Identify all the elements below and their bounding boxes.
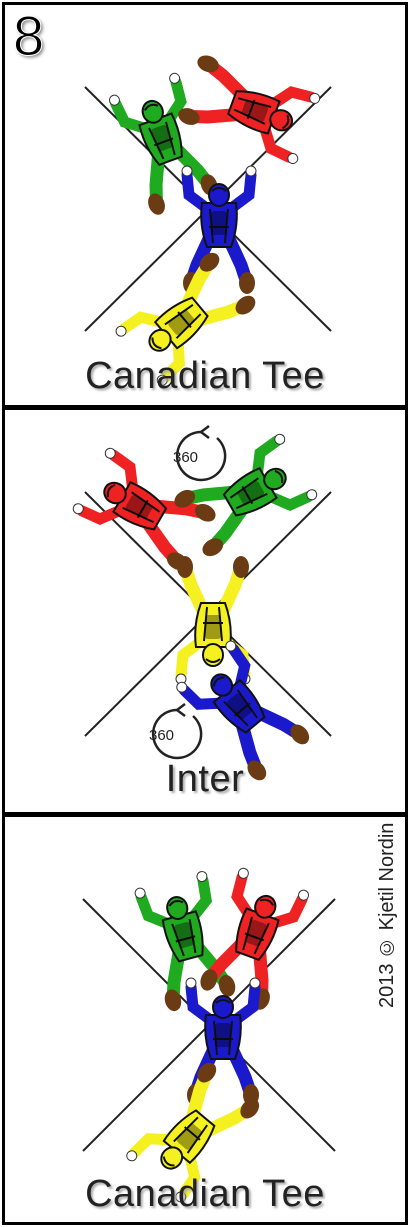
jumper-green <box>108 72 221 218</box>
formation-diagram-3 <box>82 817 336 1222</box>
panel-2-caption: Inter <box>165 758 245 800</box>
panel-3: 2013 © Kjetil Nordin Canadian Tee <box>2 814 408 1225</box>
panel-1: 8 Canadian Tee <box>2 2 408 408</box>
rotation-label-bottom: 360 <box>149 727 174 744</box>
panel-3-caption: Canadian Tee <box>85 1173 325 1215</box>
panel-1-caption: Canadian Tee <box>85 355 325 397</box>
formation-diagram-2: 360 360 <box>5 424 332 812</box>
formation-number: 8 <box>12 4 45 68</box>
jumper-red <box>176 52 322 165</box>
panel-2: 360 360 Inter <box>2 407 408 815</box>
jumper-blue <box>182 166 256 294</box>
copyright-credit: 2013 © Kjetil Nordin <box>376 823 398 1009</box>
rotation-label-top: 360 <box>173 449 198 466</box>
formation-diagram-1 <box>84 5 332 405</box>
